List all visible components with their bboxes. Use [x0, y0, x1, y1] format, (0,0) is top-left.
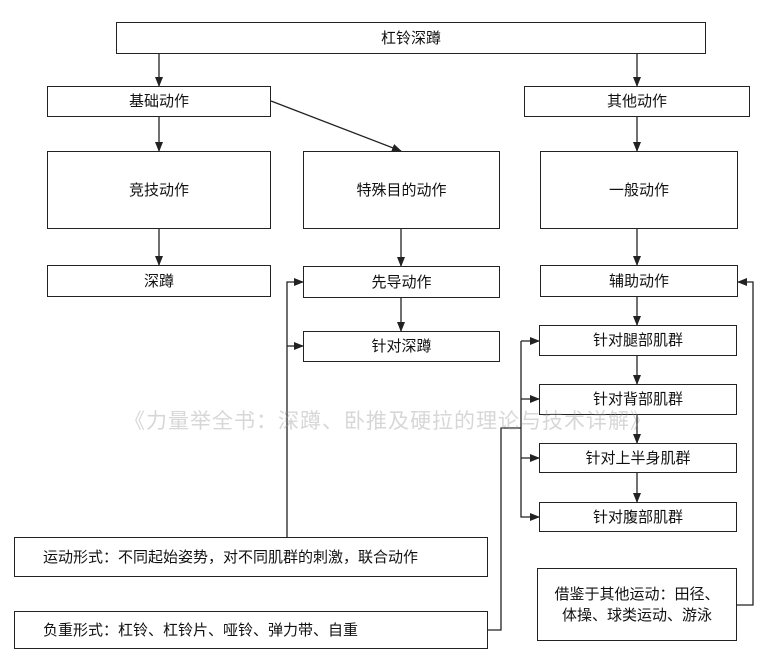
- upper-body-node: 针对上半身肌群: [539, 443, 737, 473]
- load-form-note: 负重形式：杠铃、杠铃片、哑铃、弹力带、自重: [14, 611, 488, 649]
- squat-node: 深蹲: [47, 265, 271, 297]
- root-node: 杠铃深蹲: [116, 22, 706, 54]
- general-movements-node: 一般动作: [540, 151, 738, 229]
- abs-node: 针对腹部肌群: [539, 502, 737, 532]
- movement-form-note: 运动形式：不同起始姿势，对不同肌群的刺激，联合动作: [14, 537, 488, 577]
- targeted-squat-node: 针对深蹲: [303, 331, 500, 362]
- special-purpose-movements-node: 特殊目的动作: [303, 151, 500, 229]
- other-sports-line-1: 借鉴于其他运动：田径、: [554, 585, 720, 604]
- other-sports-note: 借鉴于其他运动：田径、 体操、球类运动、游泳: [537, 568, 737, 641]
- assistance-movements-node: 辅助动作: [540, 265, 738, 297]
- basic-movements-node: 基础动作: [47, 86, 271, 117]
- competition-movements-node: 竞技动作: [47, 151, 271, 229]
- other-movements-node: 其他动作: [524, 86, 750, 117]
- lead-in-movements-node: 先导动作: [303, 266, 500, 298]
- other-sports-line-2: 体操、球类运动、游泳: [561, 605, 712, 624]
- legs-node: 针对腿部肌群: [539, 325, 737, 356]
- back-node: 针对背部肌群: [539, 384, 737, 415]
